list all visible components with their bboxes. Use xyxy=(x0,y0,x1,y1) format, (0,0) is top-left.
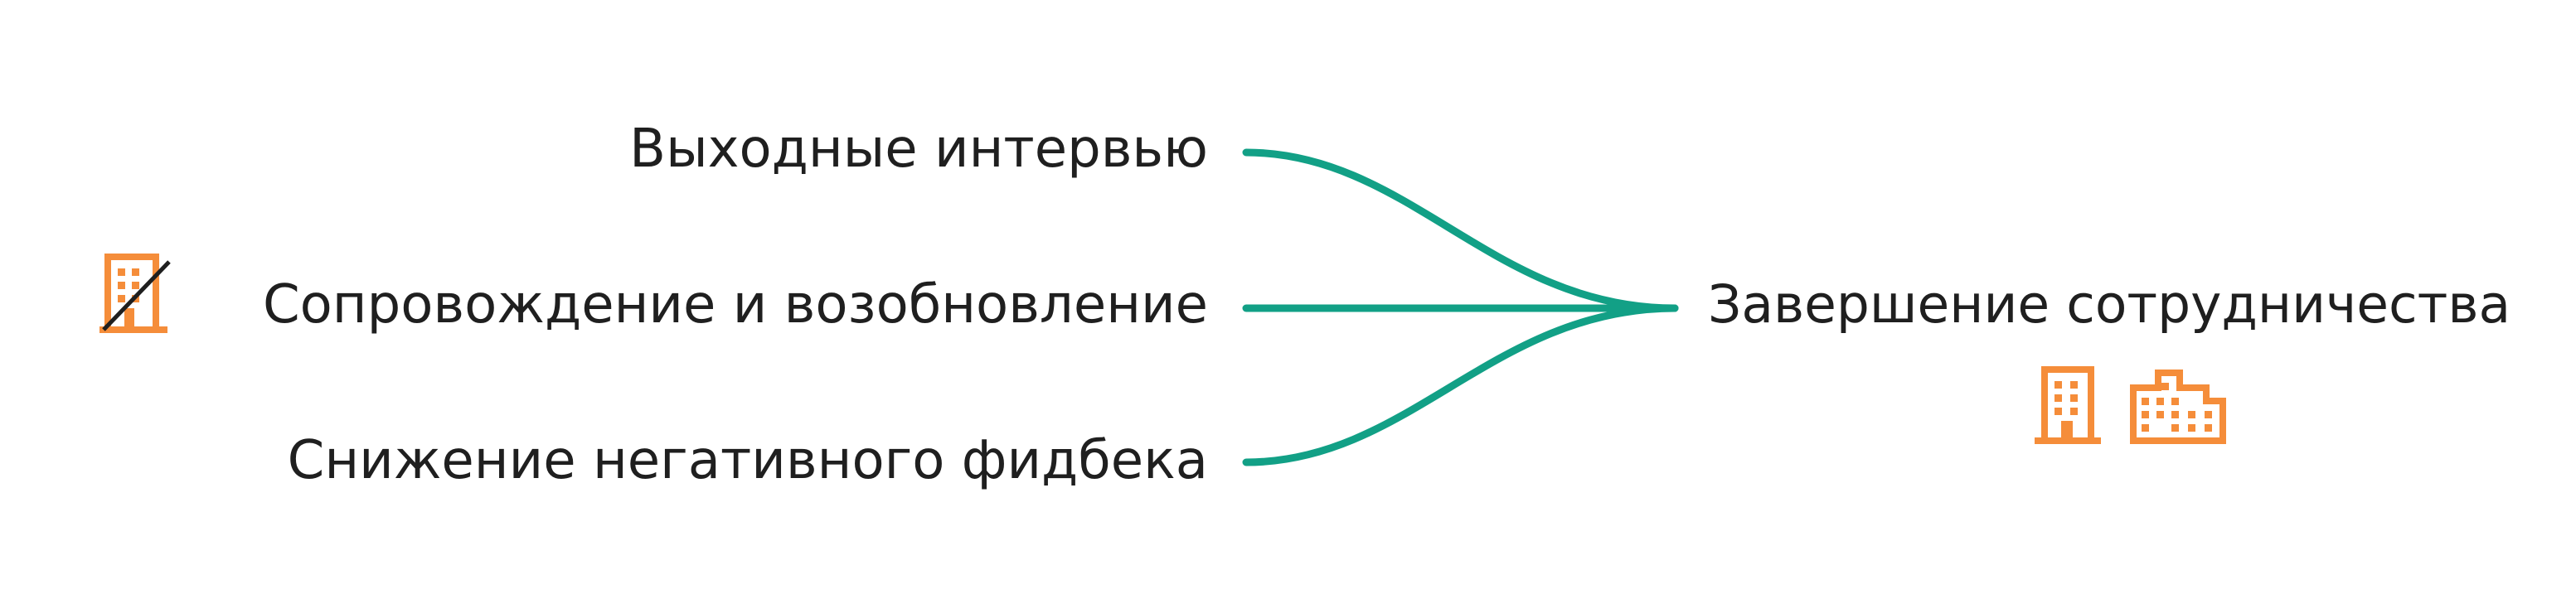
building-icon xyxy=(2033,365,2104,449)
source-label-negative-feedback: Снижение негативного фидбека xyxy=(287,430,1208,491)
building-crossed-out-icon xyxy=(99,254,176,338)
target-label-offboarding: Завершение сотрудничества xyxy=(1708,274,2511,335)
connector-line-3 xyxy=(1242,304,1679,466)
connector-line-1 xyxy=(1242,148,1679,312)
source-label-support-renewal: Сопровождение и возобновление xyxy=(262,274,1208,336)
buildings-icon xyxy=(2127,363,2231,449)
source-label-exit-interviews: Выходные интервью xyxy=(629,118,1208,180)
